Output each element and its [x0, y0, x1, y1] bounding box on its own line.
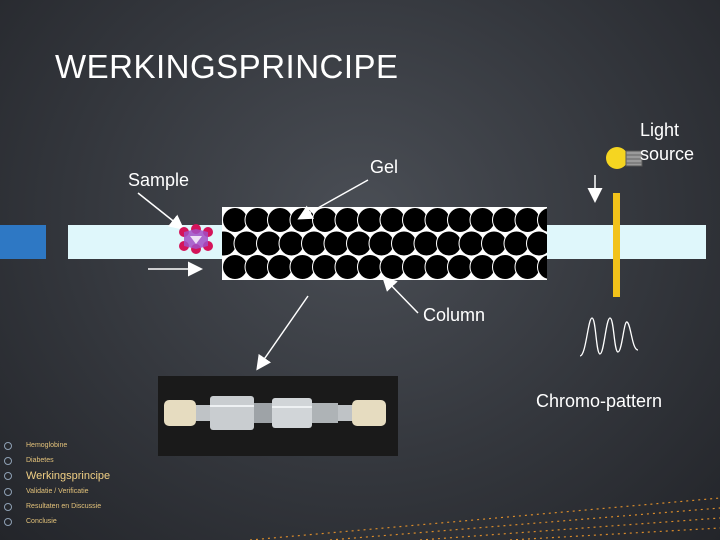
- sample-arrow: [137, 192, 185, 230]
- bullet-icon: [4, 517, 12, 526]
- column-label: Column: [423, 305, 486, 325]
- bullet-icon: [4, 487, 12, 496]
- nav-item-conclusie[interactable]: Conclusie: [4, 514, 204, 529]
- light-source-icon: [606, 147, 643, 169]
- chromo-pattern-label: Chromo-pattern: [536, 391, 663, 411]
- sample-molecules-icon: [179, 224, 213, 254]
- nav-item-label: Hemoglobine: [26, 442, 68, 449]
- nav-item-resultaten[interactable]: Resultaten en Discussie: [4, 499, 204, 514]
- nav-item-diabetes[interactable]: Diabetes: [4, 453, 204, 468]
- light-source-label: Light source: [640, 120, 695, 164]
- nav-item-label: Validatie / Verificatie: [26, 488, 89, 495]
- nav-item-label: Werkingsprincipe: [26, 470, 111, 482]
- column-box: [211, 207, 563, 280]
- slide-title: WERKINGSPRINCIPE: [55, 48, 399, 85]
- accent-block: [0, 225, 46, 259]
- gel-beads: [211, 207, 563, 280]
- column-photo: [158, 376, 398, 456]
- dotted-decoration: [249, 497, 720, 540]
- nav-item-label: Conclusie: [26, 518, 57, 525]
- nav-item-label: Diabetes: [26, 457, 54, 464]
- photo-arrow: [256, 295, 309, 371]
- gel-label: Gel: [370, 157, 399, 177]
- nav-item-label: Resultaten en Discussie: [26, 503, 102, 510]
- section-nav: Hemoglobine Diabetes Werkingsprincipe Va…: [4, 438, 204, 529]
- bullet-icon: [4, 441, 12, 450]
- nav-item-validatie[interactable]: Validatie / Verificatie: [4, 484, 204, 499]
- chromatogram-peaks: [579, 317, 639, 357]
- light-beam: [613, 193, 620, 297]
- bullet-icon: [4, 472, 12, 480]
- bullet-icon: [4, 502, 12, 511]
- nav-item-hemoglobine[interactable]: Hemoglobine: [4, 438, 204, 453]
- nav-item-werkingsprincipe[interactable]: Werkingsprincipe: [4, 468, 204, 484]
- gel-arrow: [297, 179, 369, 220]
- bullet-icon: [4, 456, 12, 465]
- sample-label: Sample: [128, 170, 190, 190]
- column-arrow: [381, 275, 419, 314]
